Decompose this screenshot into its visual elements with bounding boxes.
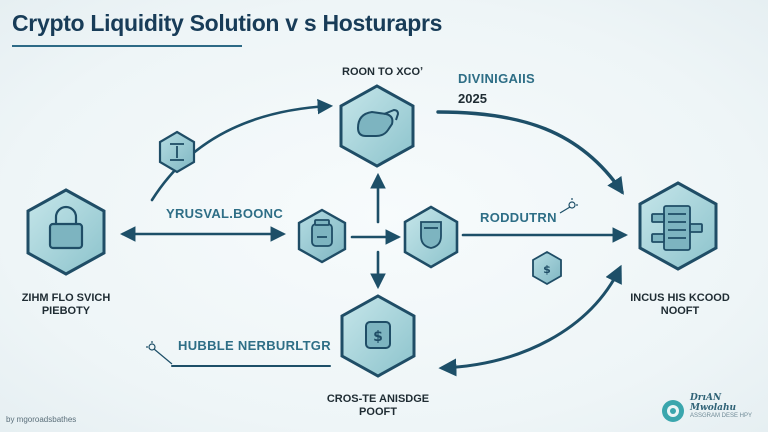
node-left [26,188,106,276]
label-right-node-line1: INCUS HIS KCOOD [630,292,730,304]
dollar-icon: $ [365,321,391,349]
node-right [638,181,718,271]
coin-hand-icon [356,108,400,137]
node-bottom: $ [340,294,416,378]
dollar-chip-icon: $ [543,263,551,276]
label-bottom-node: CROS-TE ANISDGE POOFT [322,393,434,419]
shield-cup-icon [420,221,442,249]
node-small-dollar: $ [532,250,562,286]
hourglass-icon [170,143,184,161]
label-top-right-title: DIVINIGAIIS [458,71,535,86]
node-center-left [297,208,347,264]
connectors [119,98,629,377]
label-bottom-node-line1: CROS-TE ANISDGE [326,393,430,405]
jar-icon [311,219,333,247]
watermark-logo-icon [662,400,684,422]
node-top [339,84,415,168]
spark-decorations [146,198,578,365]
label-left-node: ZIHM FLO SVICH PIEBOTY [12,292,120,318]
svg-text:$: $ [373,329,383,345]
label-right-node: INCUS HIS KCOOD NOOFT [628,292,732,318]
arrow-curve-top-right [436,110,624,195]
footer-credit: by mgoroadsbathes [6,415,77,424]
label-left-edge: YRUSVAL.BOONC [166,206,284,221]
label-left-node-line1: ZIHM FLO SVICH [21,292,111,304]
label-bottom-node-line2: POOFT [359,406,397,418]
node-center-right [403,205,459,269]
padlock-icon [48,205,84,250]
label-left-node-line2: PIEBOTY [41,305,91,317]
ledger-stack-icon [651,205,703,251]
label-top-center: ROON TO XCOʼ [342,66,424,78]
page-title: Crypto Liquidity Solution v s Hosturaprs [12,10,443,36]
arrow-curve-bottom-right [438,264,622,377]
label-right-node-line2: NOOFT [660,305,700,317]
node-small-hourglass [158,130,196,174]
watermark-line2: ASSGRAM DESE HPY [690,413,753,419]
label-bottom-edge: HUBBLE NERBURLTGR [178,338,331,353]
label-top-right-year: 2025 [458,91,487,106]
arrow-curve-top-left [150,98,334,202]
watermark-line1: DrıAN Mwolahu [690,393,737,413]
label-right-edge: RODDUTRN [480,210,557,225]
watermark: DrıAN Mwolahu ASSGRAM DESE HPY [690,393,760,419]
title-underline [12,45,242,47]
